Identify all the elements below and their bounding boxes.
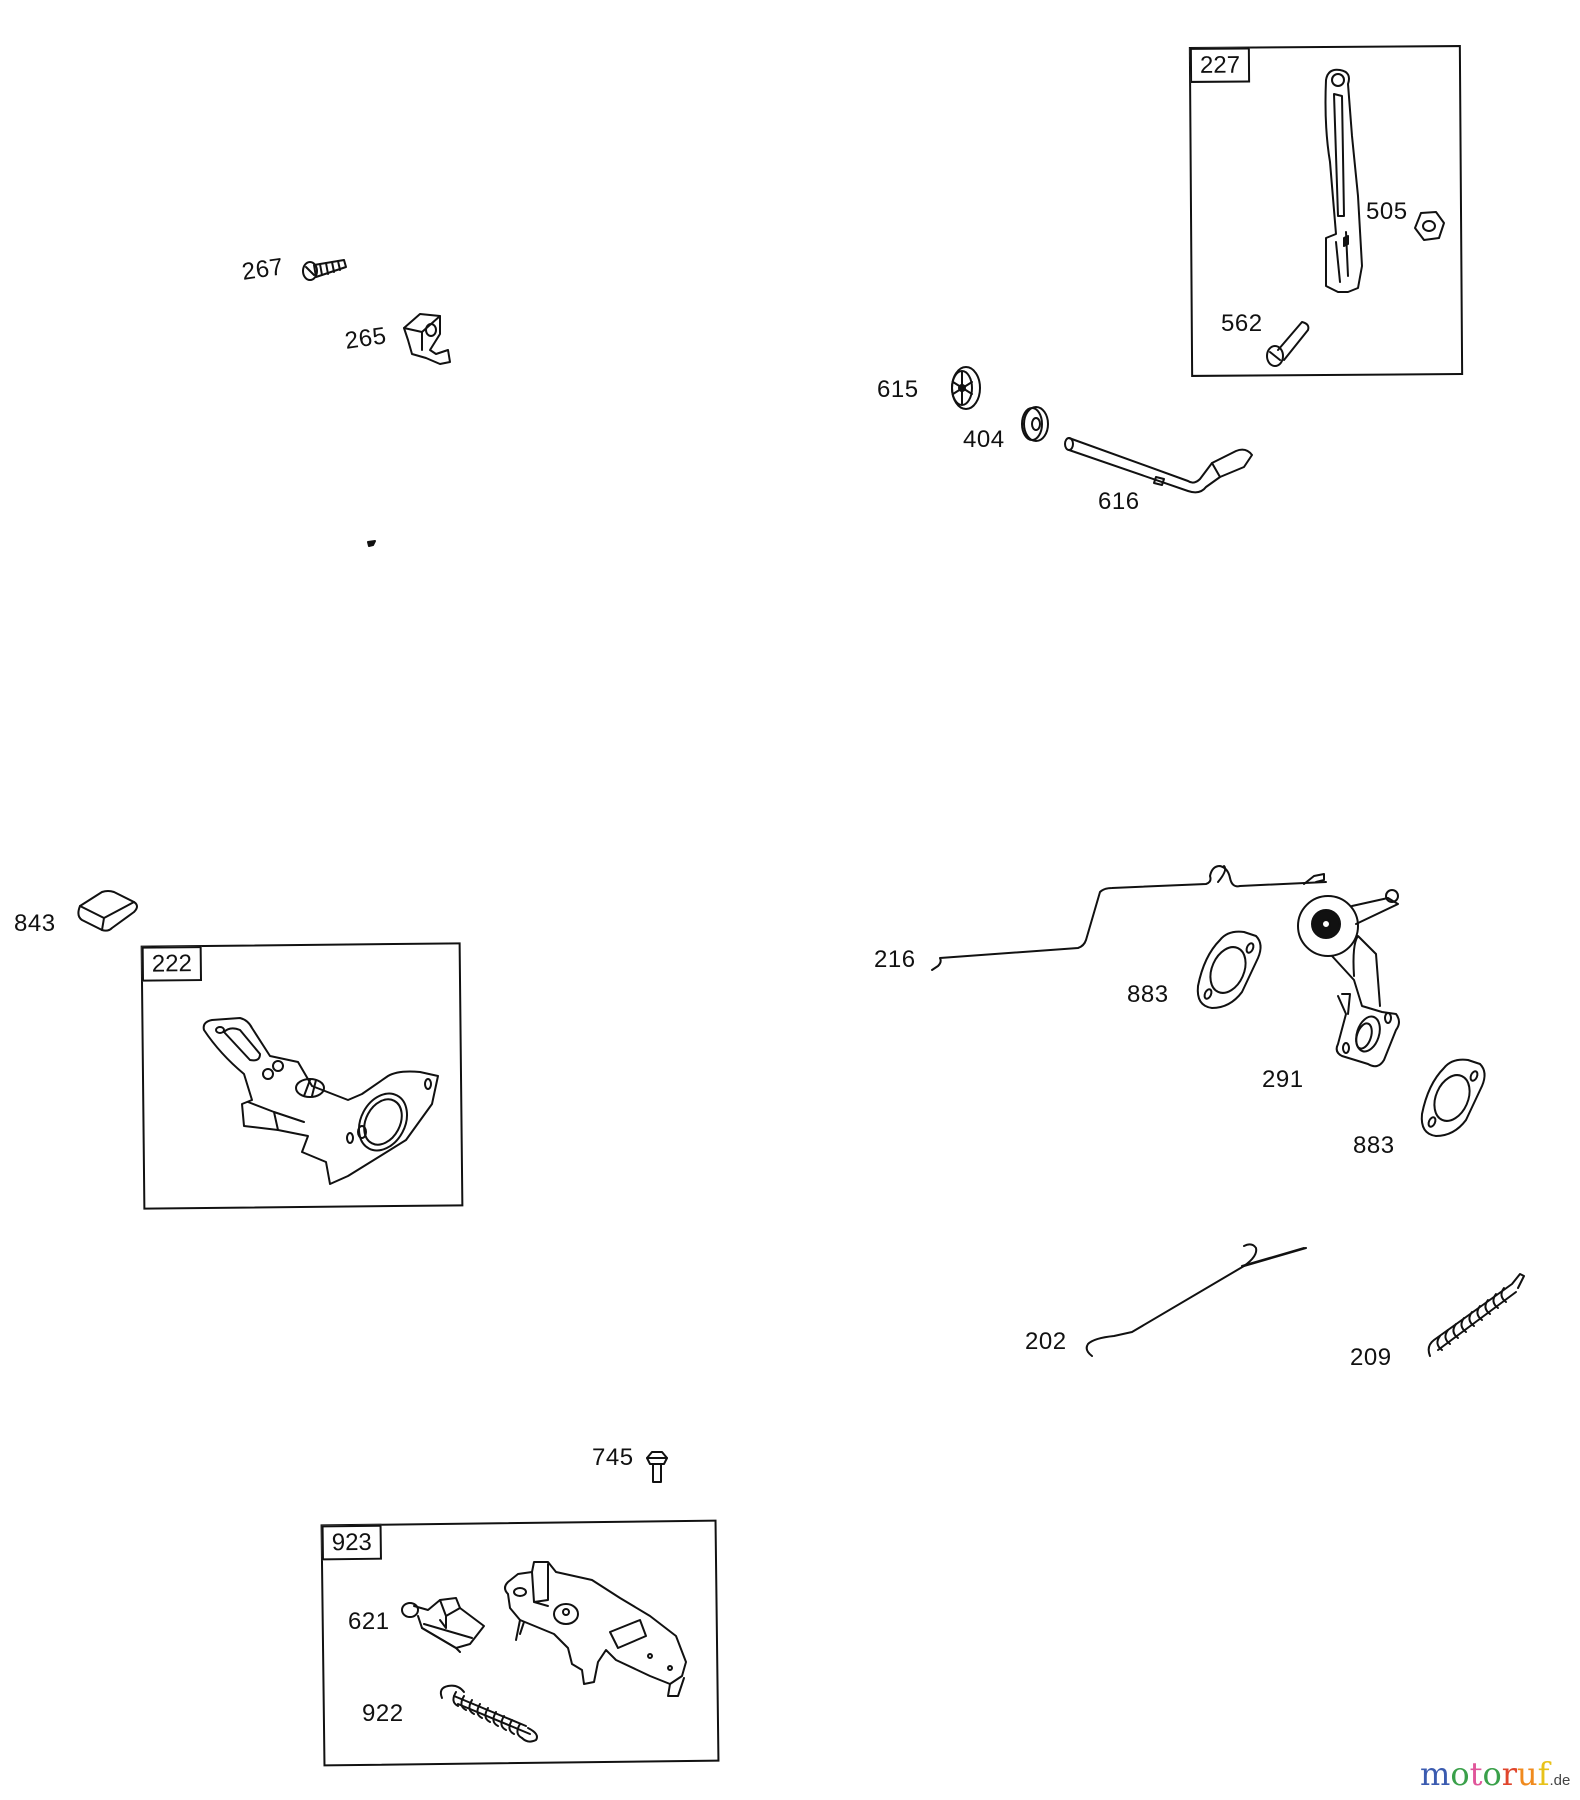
shoulder-bolt-icon (1266, 321, 1310, 367)
air-vane-icon (77, 890, 138, 932)
part-label-621: 621 (348, 1608, 390, 1635)
spring-icon (1427, 1273, 1525, 1357)
watermark-letter: u (1517, 1755, 1538, 1793)
watermark-letter: r (1501, 1755, 1518, 1793)
part-label-615: 615 (877, 376, 919, 403)
kit-tag-227: 227 (1189, 47, 1251, 83)
hex-bolt-icon (646, 1451, 668, 1483)
part-label-843: 843 (14, 910, 56, 937)
part-label-209: 209 (1350, 1344, 1392, 1371)
hex-nut-icon (1414, 211, 1445, 241)
spring-icon (439, 1684, 538, 1743)
part-label-616: 616 (1098, 488, 1140, 515)
watermark-letter: o (1482, 1755, 1502, 1793)
part-label-202: 202 (1025, 1328, 1067, 1355)
speck-mark (367, 540, 376, 547)
governor-shaft-icon (1064, 437, 1253, 494)
clip-icon (403, 313, 451, 365)
part-label-216: 216 (874, 946, 916, 973)
washer-icon (1021, 406, 1049, 442)
part-label-883-lower: 883 (1353, 1132, 1395, 1159)
kit-tag-222: 222 (141, 946, 203, 982)
screw-icon (302, 259, 347, 281)
watermark-letter: o (1450, 1755, 1470, 1793)
gasket-icon (1420, 1058, 1486, 1137)
throttle-link-icon (931, 865, 1327, 971)
part-label-291: 291 (1262, 1066, 1304, 1093)
part-label-922: 922 (362, 1700, 404, 1727)
part-label-267: 267 (240, 253, 286, 286)
watermark-letter: t (1469, 1755, 1483, 1793)
kit-tag-923: 923 (321, 1524, 383, 1561)
pulley-icon (951, 366, 981, 410)
part-label-883-upper: 883 (1127, 981, 1169, 1008)
governor-control-plate-icon (504, 1561, 687, 1697)
choke-lever-icon (401, 1597, 485, 1653)
carburetor-body-icon (1297, 889, 1400, 1068)
control-bracket-icon (202, 1017, 439, 1185)
part-label-745: 745 (592, 1444, 634, 1471)
watermark-suffix: .de (1549, 1772, 1571, 1789)
watermark-letter: m (1420, 1755, 1451, 1793)
part-label-265: 265 (343, 322, 389, 355)
part-label-404: 404 (963, 426, 1005, 453)
governor-link-rod-icon (1085, 1243, 1307, 1357)
part-label-505: 505 (1366, 198, 1408, 225)
part-label-562: 562 (1221, 310, 1263, 337)
watermark-logo: motoruf.de (1420, 1758, 1570, 1790)
governor-lever-icon (1324, 68, 1363, 293)
watermark-letter: f (1537, 1755, 1550, 1793)
gasket-icon (1196, 930, 1262, 1009)
